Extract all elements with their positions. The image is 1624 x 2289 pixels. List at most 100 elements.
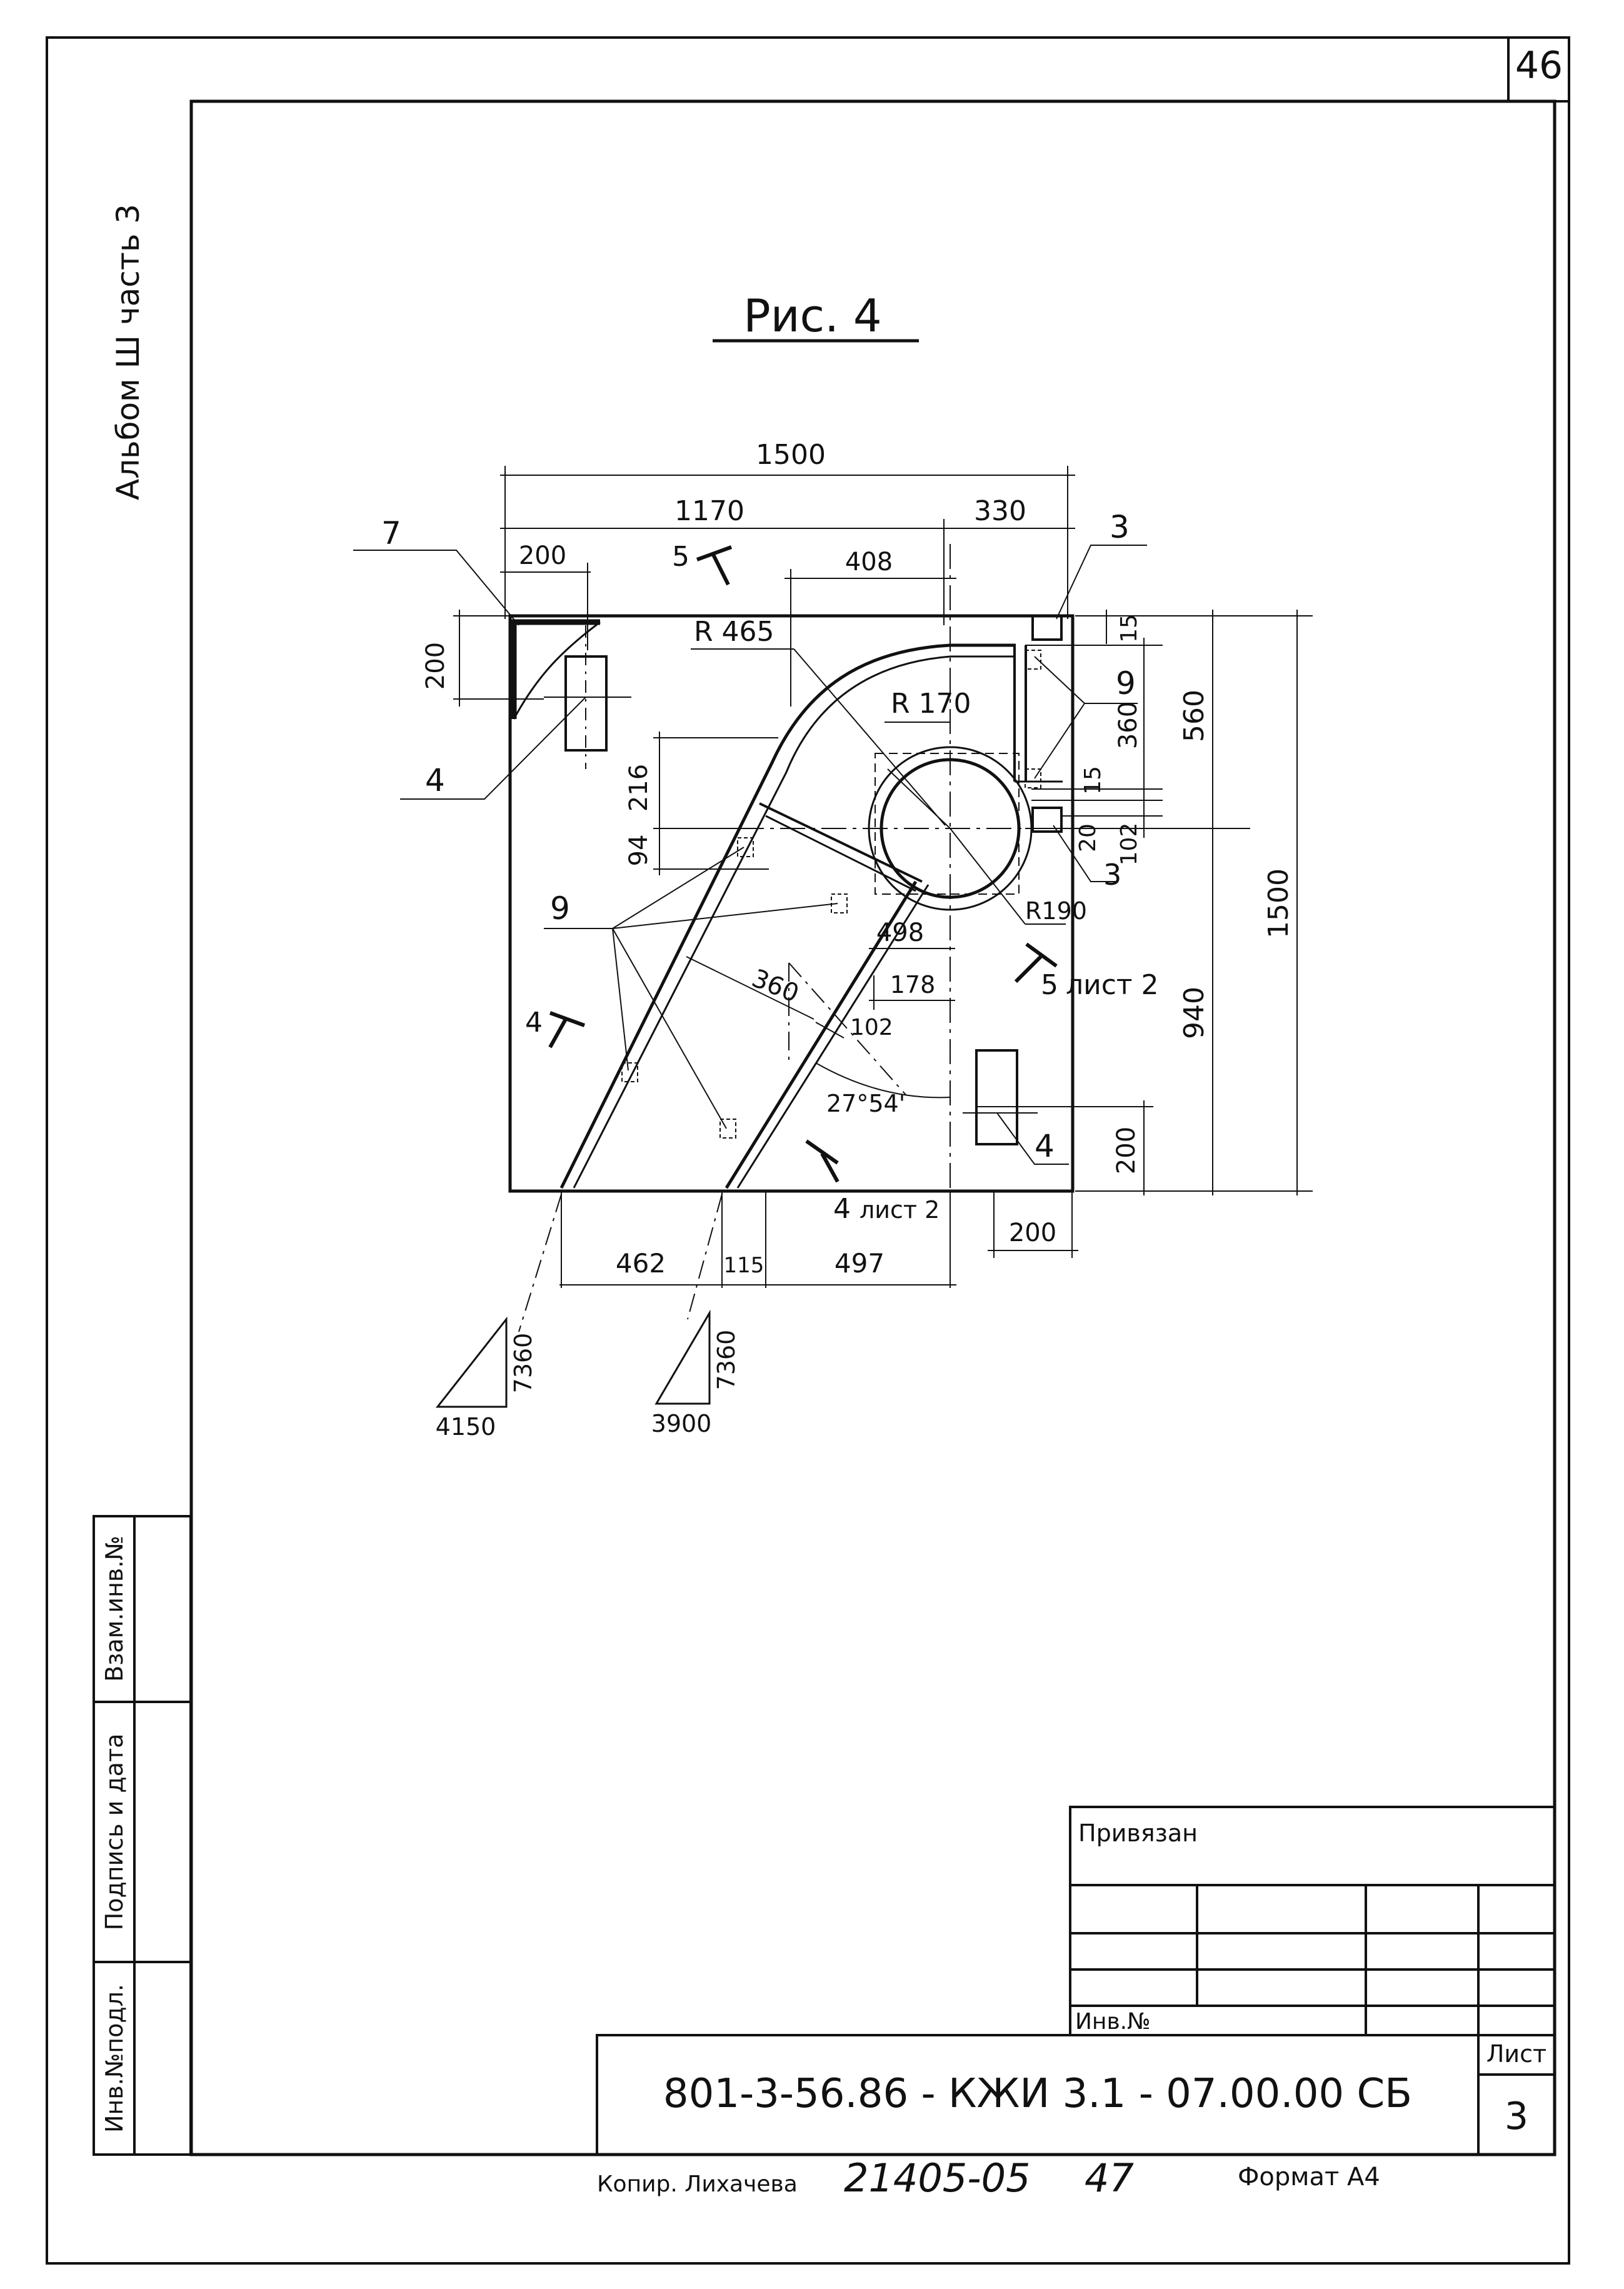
hidden-detail-1 [1025, 650, 1041, 670]
dim-94: 94 [624, 835, 653, 867]
hidden-square [875, 753, 1020, 895]
leader-4-top [400, 697, 586, 800]
dim-angle: 27°54' [826, 1090, 905, 1117]
callout-9-right: 9 [1116, 665, 1136, 702]
stamp-inv-original: Инв.№подл. [101, 1984, 128, 2133]
footer-order-no: 21405-05 [844, 2155, 1031, 2201]
sheet-number: 46 [1515, 44, 1563, 88]
inv-label: Инв.№ [1075, 2009, 1151, 2035]
dim-15-a: 15 [1116, 614, 1142, 643]
leader-9-right-b [1034, 703, 1085, 779]
leader-9-left [544, 847, 838, 1129]
slope-right-run: 3900 [651, 1410, 712, 1437]
slope-left-run: 4150 [436, 1413, 496, 1441]
leader-4-bottom [996, 1112, 1069, 1165]
small-plate-top [1031, 615, 1063, 641]
figure-title: Рис. 4 [743, 289, 881, 342]
dim-115: 115 [724, 1253, 764, 1278]
footer-format: Формат А4 [1238, 2163, 1380, 2191]
section-5-top: 5 [672, 541, 689, 573]
dim-r465: R 465 [694, 616, 774, 648]
stringer-axis [788, 962, 907, 1096]
sheet-number-box [1507, 36, 1570, 103]
section-mark-4-bottom-symbol [805, 1139, 840, 1183]
slope-right-rise: 7360 [713, 1330, 740, 1391]
drawing-frame [189, 99, 1556, 2156]
sheet-border [46, 36, 1570, 2265]
slope-left-rise: 7360 [509, 1333, 537, 1394]
dim-200-top: 200 [519, 541, 566, 570]
section-mark-5-top-symbol [696, 545, 733, 586]
straight-stringer-inner [736, 884, 930, 1189]
slope-triangle-left [435, 1316, 508, 1408]
dim-498: 498 [876, 918, 924, 947]
hidden-detail-2 [1025, 768, 1041, 788]
footer-page-no: 47 [1085, 2155, 1134, 2201]
callout-3-top: 3 [1110, 509, 1130, 545]
hidden-detail-5 [621, 1062, 638, 1082]
sheet-value: 3 [1505, 2095, 1528, 2138]
album-label: Альбом Ш часть 3 [110, 204, 146, 500]
curved-stringer-inner [573, 655, 951, 1189]
leader-3-top [1056, 545, 1147, 620]
dim-360-right: 360 [1114, 702, 1143, 749]
callout-4-top: 4 [425, 762, 445, 798]
stamp-replaced-inv: Взам.инв.№ [101, 1536, 128, 1682]
leader-7 [353, 550, 519, 626]
straight-stringer-outer [724, 880, 918, 1189]
stamp-signature-date: Подпись и дата [101, 1734, 128, 1931]
dim-178: 178 [890, 971, 936, 999]
connecting-rib-a [759, 802, 923, 883]
dim-216: 216 [624, 764, 653, 812]
leader-r170-ray [887, 768, 951, 829]
section-4-bottom: 4 [833, 1193, 851, 1225]
callout-7: 7 [381, 515, 401, 551]
dim-r170: R 170 [891, 688, 971, 720]
dim-200-left: 200 [421, 642, 450, 690]
section-mark-4-left-symbol [548, 1011, 586, 1049]
dim-20: 20 [1075, 823, 1101, 852]
dim-102-right: 102 [1116, 823, 1142, 866]
dim-330: 330 [974, 495, 1026, 527]
callout-9-left: 9 [550, 890, 570, 927]
hidden-detail-4 [831, 893, 848, 913]
dim-1500-right: 1500 [1263, 868, 1295, 938]
dim-r190: R190 [1025, 897, 1087, 925]
callout-3-mid: 3 [1103, 858, 1121, 892]
dim-200-right: 200 [1112, 1127, 1141, 1174]
dim-560: 560 [1178, 690, 1210, 742]
section-4-bottom-sheet: лист 2 [860, 1196, 940, 1224]
sheet-label: Лист [1486, 2040, 1546, 2068]
small-plate-mid [1031, 807, 1063, 833]
dim-360-mid: 360 [748, 964, 803, 1009]
embedded-plate-bottom [975, 1049, 1018, 1145]
section-mark-5-right-symbol [1014, 942, 1058, 984]
leader-r190 [950, 828, 1026, 925]
dim-102-mid: 102 [850, 1015, 893, 1040]
dim-497: 497 [835, 1248, 885, 1279]
dim-200-bottom: 200 [1009, 1219, 1056, 1247]
slope-triangle-right [654, 1309, 711, 1405]
connecting-rib-b [765, 815, 916, 892]
section-5-right: 5 [1041, 969, 1058, 1001]
section-4-left: 4 [525, 1007, 543, 1039]
document-code: 801-3-56.86 - КЖИ 3.1 - 07.00.00 СБ [663, 2071, 1412, 2117]
callout-4-bottom: 4 [1035, 1128, 1055, 1164]
footer-copied-by: Копир. Лихачева [597, 2171, 798, 2197]
dim-940: 940 [1178, 987, 1210, 1039]
title-block [596, 1806, 1556, 2156]
dim-462: 462 [616, 1248, 666, 1279]
section-5-right-sheet: лист 2 [1066, 969, 1159, 1001]
leader-r465-ray [793, 648, 946, 826]
side-stamp [93, 1515, 192, 2156]
hidden-detail-6 [719, 1119, 736, 1139]
attached-label: Привязан [1078, 1819, 1198, 1847]
dim-408: 408 [845, 548, 893, 576]
corner-angle [511, 619, 600, 719]
curved-stringer-outer [559, 643, 951, 1189]
hidden-detail-3 [737, 837, 754, 857]
dimension-lines [453, 466, 1313, 1332]
dim-1170: 1170 [674, 495, 744, 527]
corner-break-line [513, 621, 601, 720]
